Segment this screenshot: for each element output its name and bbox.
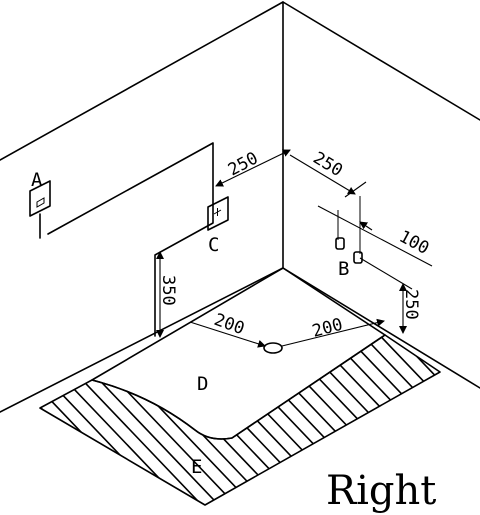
hatch-line [90,335,302,505]
dim-200-left-text: 200 [211,310,247,339]
outlet-c-icon [207,196,229,231]
hatch-line [430,335,440,505]
hatch-line [465,300,480,515]
hatch-line [107,335,319,505]
dim-200-right-text: 200 [310,315,345,342]
right-wall [282,1,480,389]
hatch-line [40,335,234,505]
dim-250-b [359,257,413,334]
hatch-line [448,300,480,515]
hatch-line [40,335,98,505]
dim-250-right [289,154,367,198]
dim-250-b-text: 250 [401,289,421,320]
dim-250-corner [215,149,291,187]
dim-200-left [189,321,266,348]
hatch-line [40,335,47,505]
hatch-line [40,335,200,505]
label-c: C [208,234,219,256]
label-d: D [197,373,208,395]
shower-tray [91,267,386,440]
dim-250-right-text: 250 [309,148,346,181]
hatch-line [40,335,217,505]
label-b: B [338,258,349,280]
hatch-line [40,335,251,505]
outlet-a-icon [29,180,51,239]
dim-250-corner-text: 250 [225,148,262,180]
pipe-a-to-c [47,142,214,337]
dim-100-text: 100 [396,227,433,259]
dim-200-right [281,318,385,347]
left-wall [0,1,284,413]
dim-100 [317,205,433,267]
outlet-b-icon [335,196,363,264]
hatch-line [73,335,285,505]
dim-350-text: 350 [158,275,178,306]
drain-icon [263,342,283,354]
hatch-line [40,335,132,505]
label-e: E [191,456,202,478]
orientation-label: Right [326,468,436,514]
hatch-line [0,300,29,515]
hatch-line [40,335,166,505]
label-a: A [31,169,43,191]
